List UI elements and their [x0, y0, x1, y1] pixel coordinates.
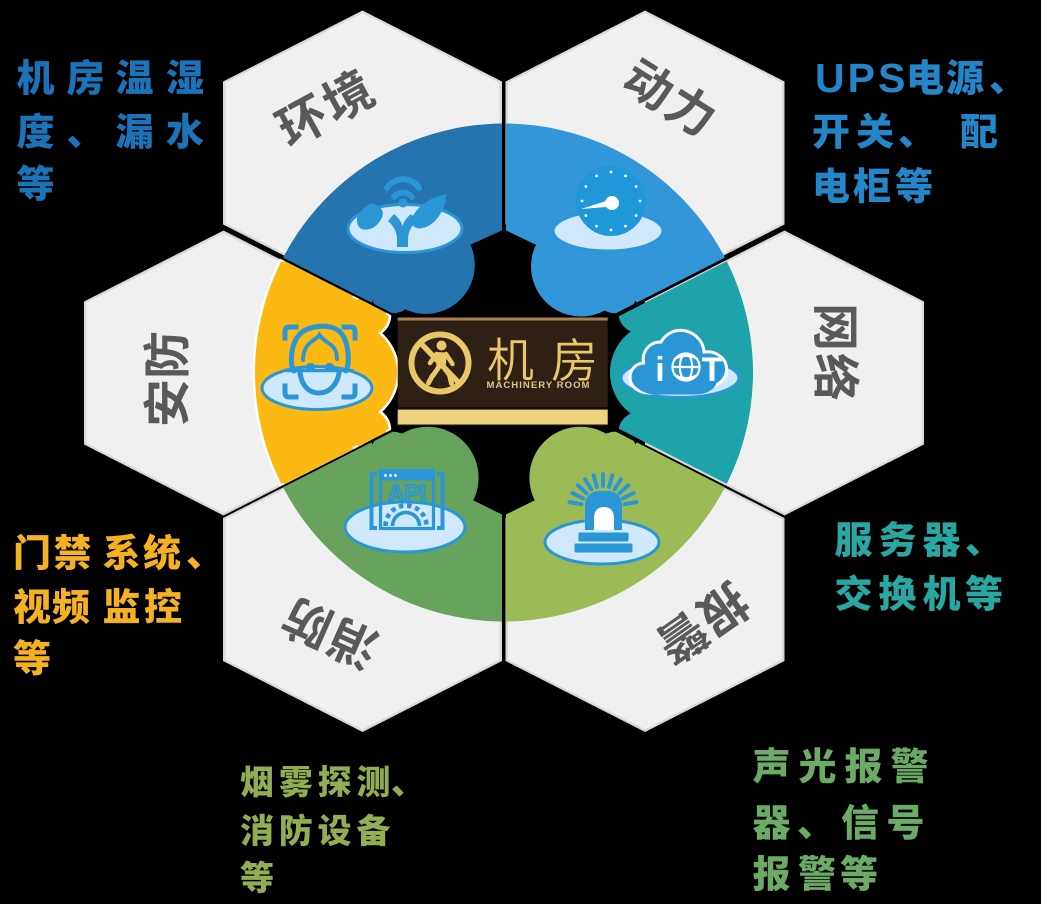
svg-text:T: T: [702, 351, 723, 389]
svg-text:i: i: [655, 351, 664, 389]
svg-text:MACHINERY ROOM: MACHINERY ROOM: [486, 380, 590, 391]
svg-text:UPS: UPS: [815, 55, 908, 101]
svg-text:API: API: [388, 480, 426, 506]
